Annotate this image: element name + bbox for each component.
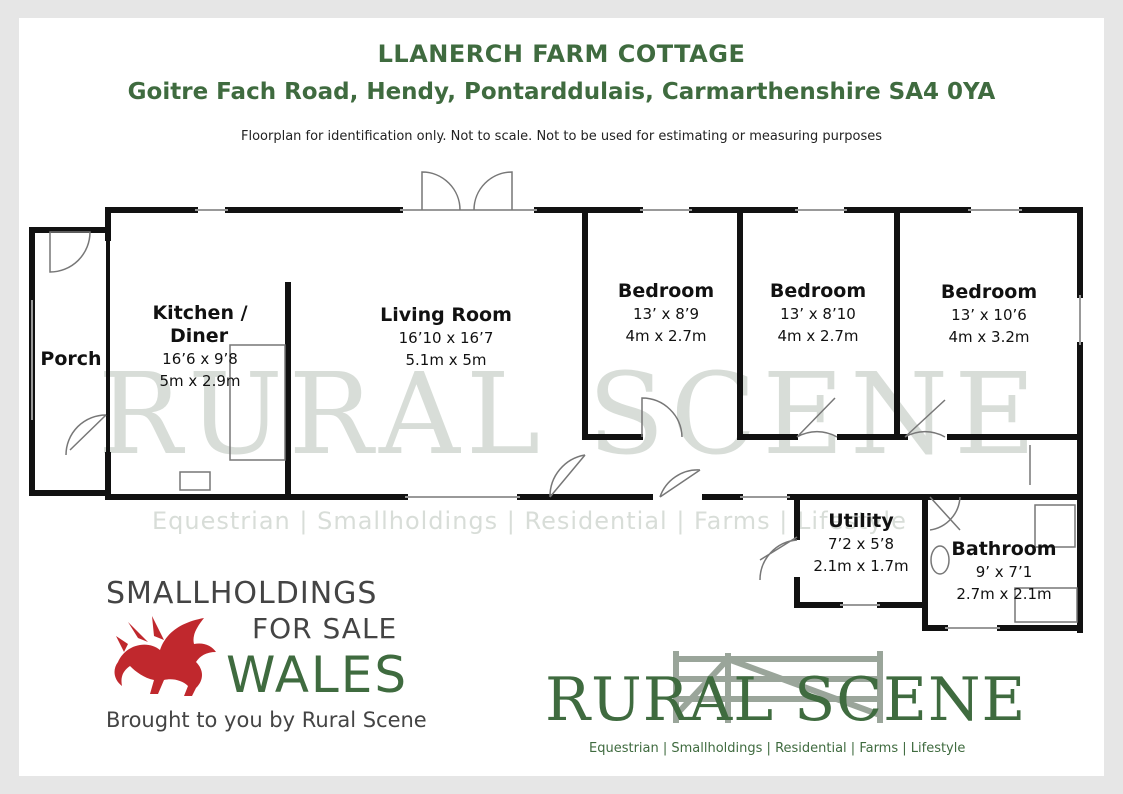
room-utility-name: Utility (828, 510, 894, 532)
room-living: Living Room 16’10 x 16’7 5.1m x 5m (371, 304, 521, 371)
room-bathroom: Bathroom 9’ x 7’1 2.7m x 2.1m (945, 538, 1063, 605)
smallholdings-line3: WALES (226, 646, 409, 704)
room-utility-imperial: 7’2 x 5’8 (827, 535, 895, 553)
room-bedroom-1-imperial: 13’ x 8’9 (632, 305, 700, 323)
property-title: LLANERCH FARM COTTAGE (377, 40, 746, 68)
room-living-metric: 5.1m x 5m (405, 351, 487, 369)
room-bathroom-metric: 2.7m x 2.1m (956, 585, 1052, 603)
room-bedroom-2-imperial: 13’ x 8’10 (780, 305, 856, 323)
smallholdings-tagline: Brought to you by Rural Scene (106, 708, 427, 732)
rural-scene-name: RURAL SCENE (545, 665, 1027, 735)
rural-scene-tagline: Equestrian | Smallholdings | Residential… (589, 741, 966, 756)
room-bedroom-2-metric: 4m x 2.7m (777, 327, 859, 345)
room-porch-name: Porch (40, 348, 102, 370)
room-kitchen-name-1: Kitchen / (152, 302, 248, 324)
room-bedroom-2-name: Bedroom (769, 280, 867, 302)
gate-icon (673, 651, 883, 723)
room-bedroom-1-name: Bedroom (617, 280, 715, 302)
room-porch: Porch (36, 348, 106, 371)
room-bathroom-name: Bathroom (951, 538, 1057, 560)
welsh-dragon-icon (114, 616, 216, 696)
room-bathroom-imperial: 9’ x 7’1 (975, 563, 1033, 581)
smallholdings-line2: FOR SALE (252, 612, 398, 645)
property-address: Goitre Fach Road, Hendy, Pontarddulais, … (127, 79, 996, 105)
floor-plan-windows (31, 209, 1081, 629)
room-bedroom-3-name: Bedroom (940, 281, 1038, 303)
door-swings (49, 171, 1031, 581)
room-bedroom-1: Bedroom 13’ x 8’9 4m x 2.7m (600, 280, 732, 347)
room-utility: Utility 7’2 x 5’8 2.1m x 1.7m (805, 510, 917, 577)
room-bedroom-1-metric: 4m x 2.7m (625, 327, 707, 345)
room-living-imperial: 16’10 x 16’7 (398, 329, 494, 347)
room-kitchen-imperial: 16’6 x 9’8 (162, 350, 238, 368)
smallholdings-line1: SMALLHOLDINGS (106, 576, 378, 611)
room-bedroom-2: Bedroom 13’ x 8’10 4m x 2.7m (752, 280, 884, 347)
room-bedroom-3-imperial: 13’ x 10’6 (951, 306, 1027, 324)
room-kitchen-name-2: Diner (170, 325, 229, 347)
fixtures (179, 344, 1078, 623)
watermark-name: RURAL SCENE (98, 350, 1042, 480)
room-kitchen-metric: 5m x 2.9m (159, 372, 241, 390)
watermark-tagline: Equestrian | Smallholdings | Residential… (152, 507, 907, 535)
room-living-name: Living Room (380, 304, 512, 326)
disclaimer: Floorplan for identification only. Not t… (240, 129, 882, 144)
room-bedroom-3: Bedroom 13’ x 10’6 4m x 3.2m (923, 281, 1055, 348)
room-bedroom-3-metric: 4m x 3.2m (948, 328, 1030, 346)
room-kitchen: Kitchen / Diner 16’6 x 9’8 5m x 2.9m (140, 302, 260, 392)
room-utility-metric: 2.1m x 1.7m (813, 557, 909, 575)
